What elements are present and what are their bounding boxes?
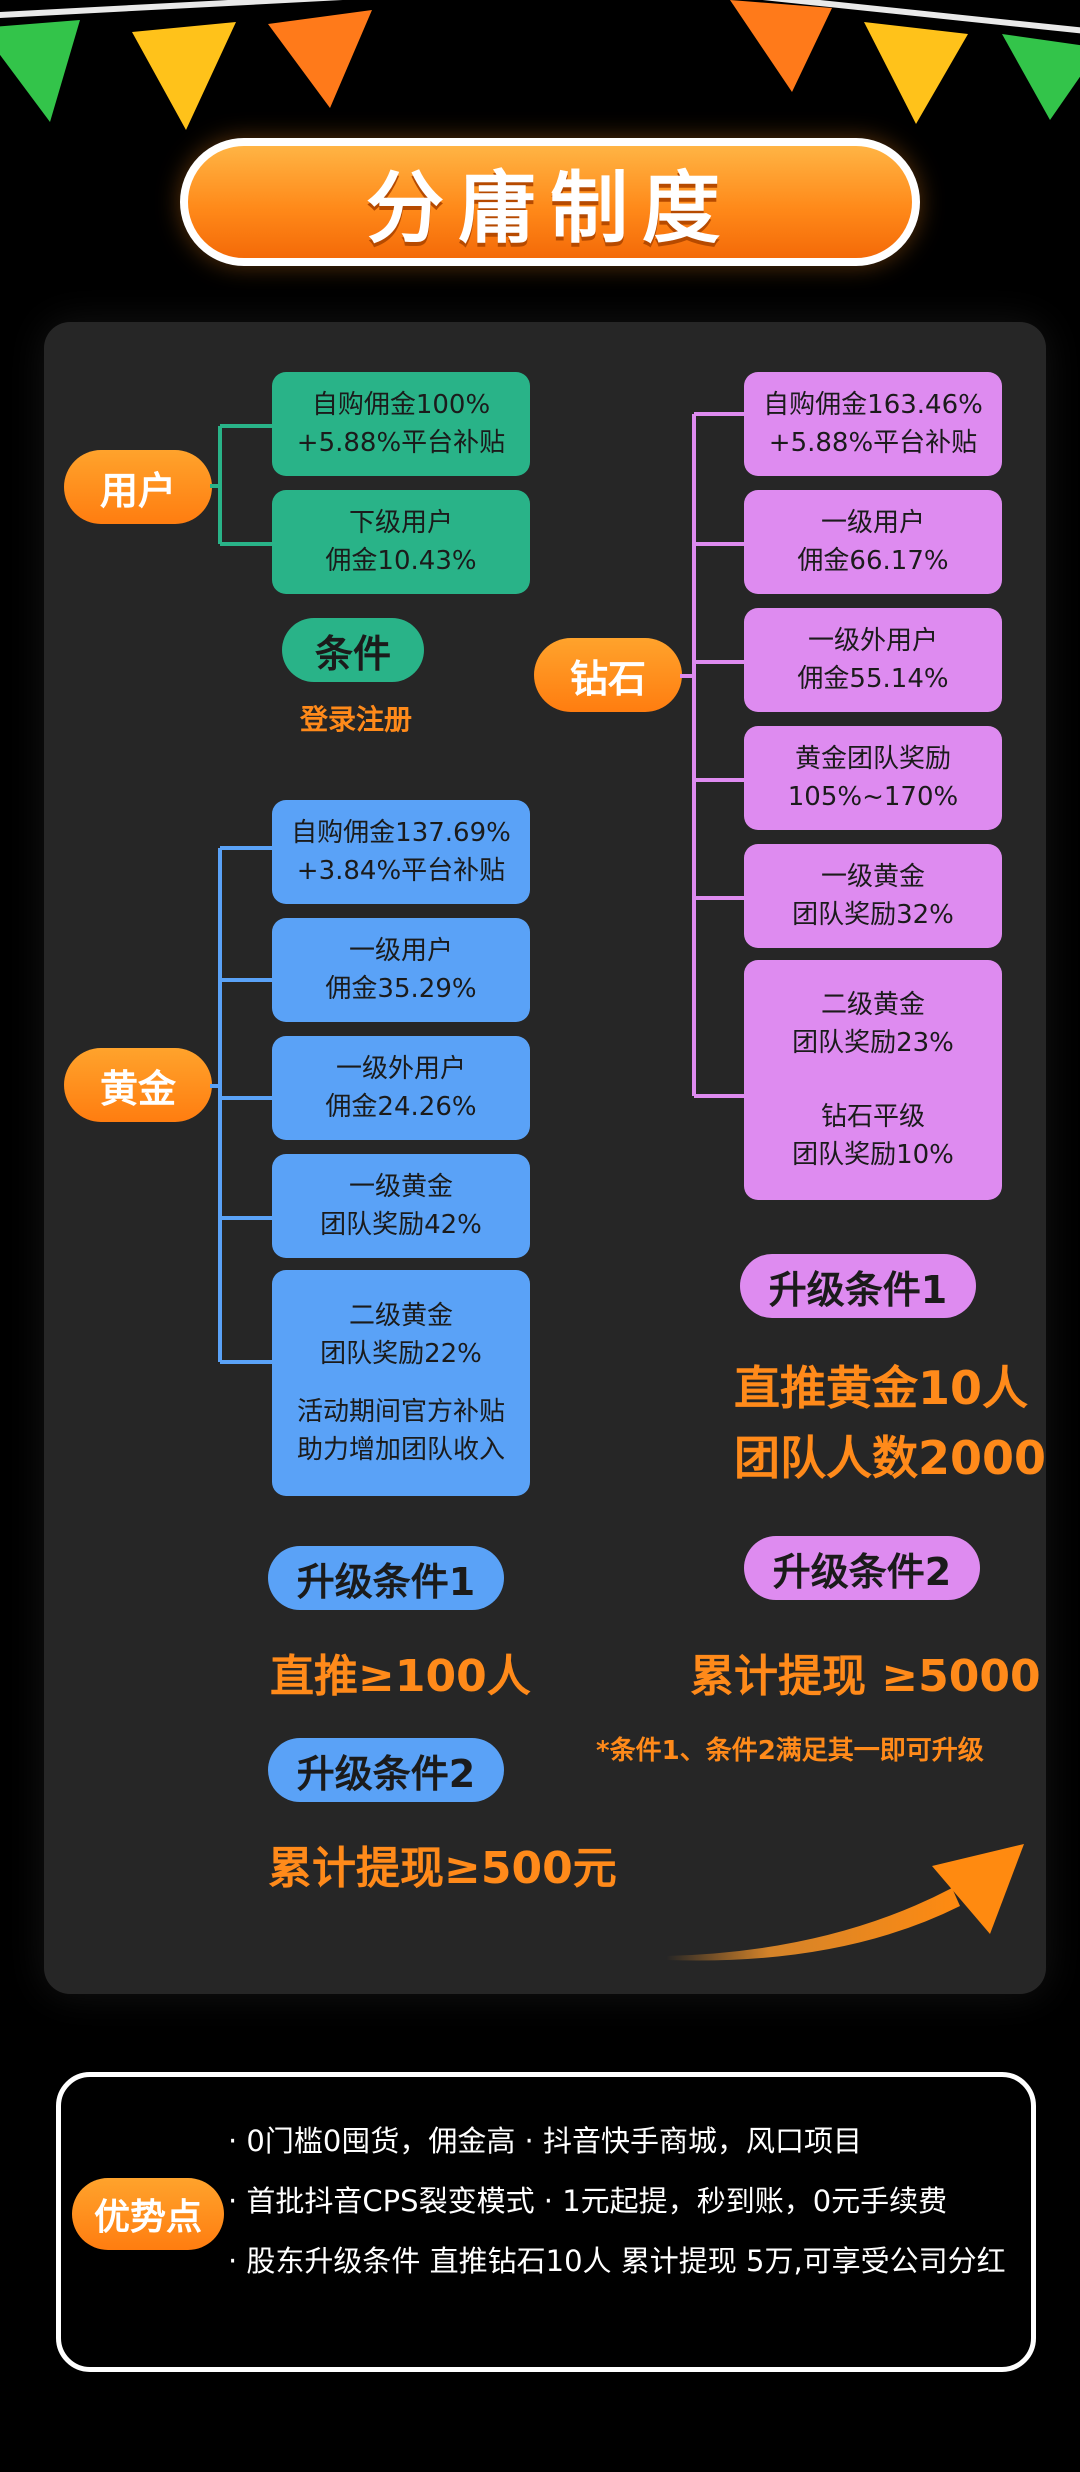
diamond-box-gold-team: 黄金团队奖励 105%~170% [744,726,1002,830]
diamond-upgrade1-badge: 升级条件1 [740,1254,976,1318]
diamond-upgrade1-line2: 团队人数2000 [734,1431,1047,1485]
gold-box-level1-gold: 一级黄金 团队奖励42% [272,1154,530,1258]
diamond-upgrade2-badge: 升级条件2 [744,1536,980,1600]
title-banner: 分庸制度 [180,138,920,266]
connector-user [210,424,272,546]
gold-upgrade2-value: 累计提现≥500元 [268,1843,617,1894]
flag-green-left [0,20,80,122]
diamond-upgrade1-line1: 直推黄金10人 [734,1361,1029,1415]
advantage-line-2: · 首批抖音CPS裂变模式 · 1元起提，秒到账，0元手续费 [228,2184,948,2218]
tier-badge-user: 用户 [64,450,212,524]
tier-badge-gold: 黄金 [64,1048,212,1122]
gold-box-self: 自购佣金137.69% +3.84%平台补贴 [272,800,530,904]
gold-box-level1-outer: 一级外用户 佣金24.26% [272,1036,530,1140]
user-box-self: 自购佣金100% +5.88%平台补贴 [272,372,530,476]
flag-orange-right [730,0,832,92]
condition-badge: 条件 [282,618,424,682]
flag-yellow-left [132,22,236,130]
diamond-box-level2-gold: 二级黄金 团队奖励23% 钻石平级 团队奖励10% [744,960,1002,1200]
gold-upgrade1-badge: 升级条件1 [268,1546,504,1610]
advantages-badge: 优势点 [72,2178,224,2250]
tier-label: 黄金 [99,1066,176,1111]
condition-value: 登录注册 [300,703,413,736]
diamond-box-level1-outer: 一级外用户 佣金55.14% [744,608,1002,712]
upgrade-arrow-icon [666,1844,1024,1961]
diamond-box-level1-gold: 一级黄金 团队奖励32% [744,844,1002,948]
user-box-sub: 下级用户 佣金10.43% [272,490,530,594]
tier-badge-diamond: 钻石 [534,638,682,712]
advantages-box [56,2072,1036,2372]
diamond-upgrade2-value: 累计提现 ≥5000 [690,1651,1041,1702]
flag-yellow-right [864,22,968,124]
connector-diamond [680,412,752,1098]
tier-label: 用户 [99,468,176,513]
bunting-right [730,0,1080,124]
diamond-box-self: 自购佣金163.46% +5.88%平台补贴 [744,372,1002,476]
connector-gold [210,846,272,1364]
advantage-line-1: · 0门槛0囤货，佣金高 · 抖音快手商城，风口项目 [228,2124,862,2158]
flag-orange-left [268,10,372,108]
upgrade-note: *条件1、条件2满足其一即可升级 [596,1736,984,1766]
gold-box-level2-gold: 二级黄金 团队奖励22% 活动期间官方补贴 助力增加团队收入 [272,1270,530,1496]
tier-label: 钻石 [569,656,646,701]
advantage-line-3: · 股东升级条件 直推钻石10人 累计提现 5万,可享受公司分红 [228,2244,1006,2278]
diamond-box-level1-user: 一级用户 佣金66.17% [744,490,1002,594]
flag-green-right [1002,34,1080,120]
gold-box-level1-user: 一级用户 佣金35.29% [272,918,530,1022]
gold-upgrade2-badge: 升级条件2 [268,1738,504,1802]
bunting-left [0,10,372,130]
gold-upgrade1-value: 直推≥100人 [270,1651,531,1702]
page-title: 分庸制度 [365,163,734,254]
